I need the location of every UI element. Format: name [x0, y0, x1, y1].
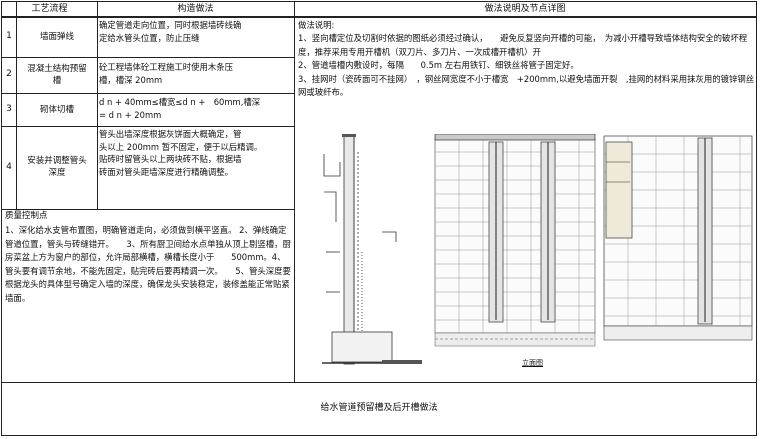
row-number: 1	[6, 31, 12, 41]
divider	[2, 126, 295, 127]
row-method: d n + 40mm≤槽宽≤d n + 60mm,槽深 = d n + 20mm	[99, 97, 261, 120]
section-drawing	[322, 134, 422, 365]
row-method: 管头出墙深度根据灰饼面大概确定，管 头以上 200mm 暂不固定，便于以后精调。…	[99, 129, 263, 177]
divider	[2, 93, 295, 94]
description-block: 做法说明: 1、竖向槽定位及切割时依据的图纸必须经过确认， 避免反复竖向开槽的可…	[298, 19, 756, 99]
quality-title: 质量控制点	[5, 211, 48, 221]
description-title: 做法说明:	[298, 20, 335, 30]
row-process: 墙面弹线	[39, 32, 74, 42]
footer-caption: 给水管道预留槽及后开槽做法	[320, 403, 438, 413]
row-process: 安装并调整管头深度	[27, 156, 87, 178]
description-item: 3、挂网时（瓷砖面可不挂网） ，钢丝网宽度不小于槽宽 +200mm,以避免墙面开…	[298, 73, 755, 98]
row-process: 砌体切槽	[39, 105, 74, 115]
quality-body: 1、深化给水支管布置图，明确管道走向，必须做到横平竖直。 2、弹线确定管道位置，…	[5, 225, 291, 303]
row-method: 砼工程墙体砼工程施工时使用木条压 槽，槽深 20mm	[99, 62, 233, 85]
divider	[2, 209, 295, 210]
header-process: 工艺流程	[2, 2, 97, 17]
divider	[16, 2, 17, 209]
row-process: 混凝土结构预留槽	[27, 64, 87, 86]
elevation-drawing	[434, 134, 596, 347]
description-item: 1、竖向槽定位及切割时依据的图纸必须经过确认， 避免反复竖向开槽的可能， 为减小…	[298, 33, 748, 57]
divider	[97, 2, 98, 209]
row-number: 4	[6, 162, 12, 172]
header-description: 做法说明及节点详图	[294, 2, 756, 17]
divider	[294, 2, 295, 382]
detail-drawing	[603, 135, 753, 341]
header-method: 构造做法	[97, 2, 294, 17]
row-method: 确定管道走向位置，同时根据墙砖线确 定给水管头位置，防止压缝	[99, 20, 242, 43]
divider	[2, 17, 756, 18]
divider	[2, 382, 756, 383]
drawing-label: 立面图	[522, 359, 543, 367]
description-item: 2、管道墙槽内敷设时，每隔 0.5m 左右用铁钉、细铁丝将管子固定好。	[298, 60, 579, 71]
row-number: 2	[6, 69, 12, 79]
row-number: 3	[6, 104, 12, 114]
divider	[2, 57, 295, 58]
